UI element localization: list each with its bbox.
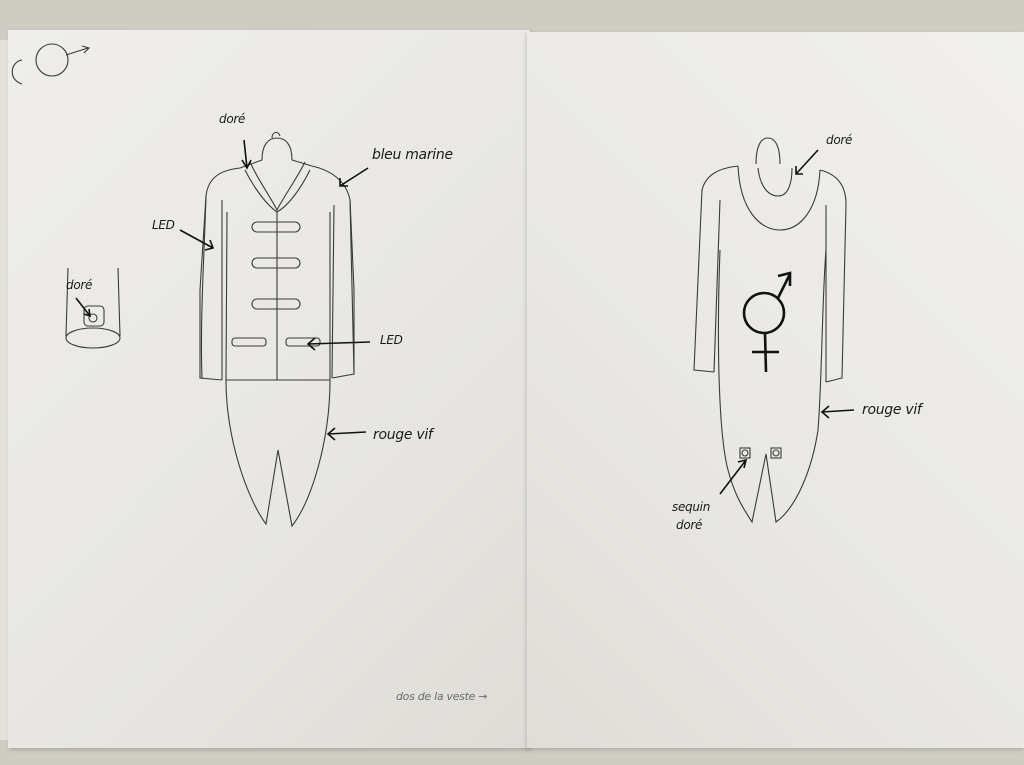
jacket-front-sketch: [179, 131, 371, 528]
left-paper-sheet: [8, 30, 530, 748]
label-gold-hood: doré: [826, 133, 853, 147]
right-paper-sheet: [527, 32, 1024, 748]
footer-note: dos de la veste →: [396, 690, 488, 703]
label-navy: bleu marine: [372, 147, 453, 163]
label-sequin-line1: sequin: [672, 500, 710, 514]
label-sequin-line2: doré: [676, 518, 703, 532]
label-led-sleeve: LED: [152, 218, 175, 232]
gender-symbol-icon: [742, 271, 792, 373]
corner-doodle: [11, 43, 91, 85]
label-gold-collar: doré: [219, 112, 246, 126]
cylinder-detail-sketch: [65, 267, 121, 349]
label-red-tails: rouge vif: [373, 427, 433, 443]
label-red: rouge vif: [862, 402, 922, 418]
jacket-back-sketch: [693, 137, 855, 524]
label-led-pocket: LED: [380, 333, 403, 347]
label-gold-detail: doré: [66, 278, 93, 292]
